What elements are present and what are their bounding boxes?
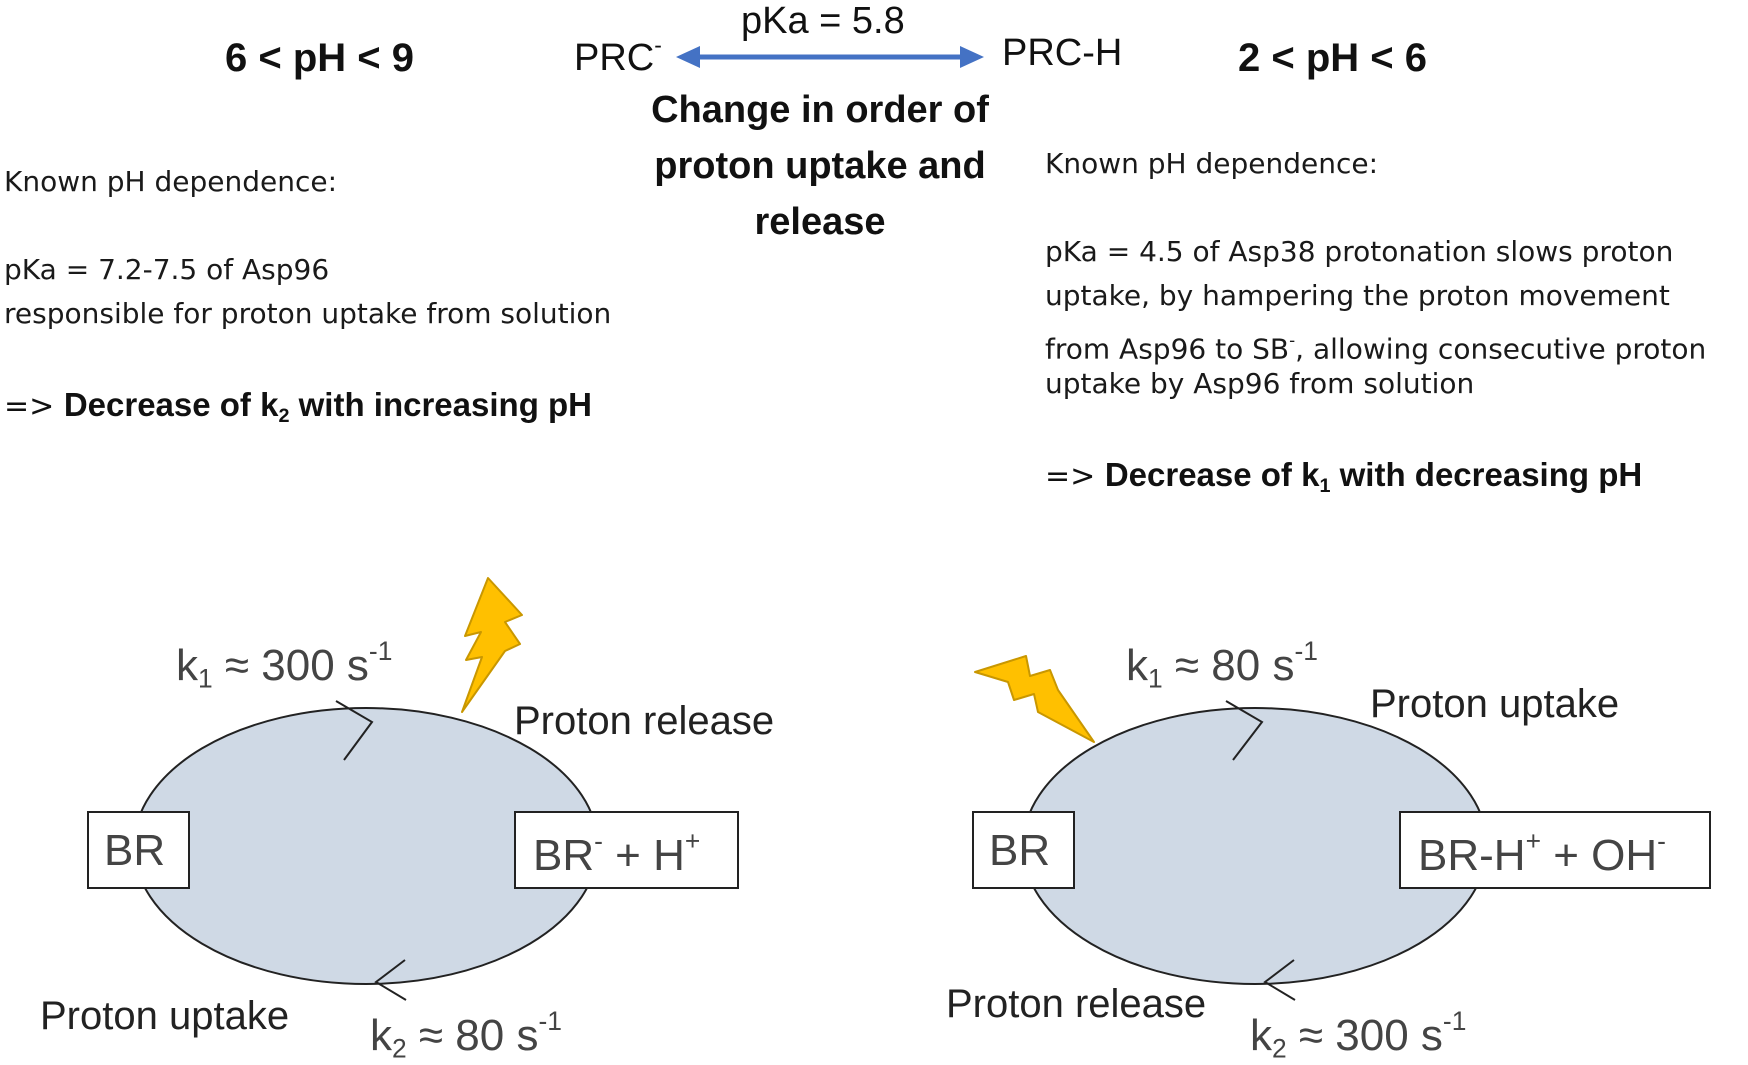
right-note-line4-sup: - <box>1289 330 1296 350</box>
species-prc-protonated: PRC-H <box>1002 32 1123 74</box>
right-conclusion-text-b: with decreasing pH <box>1330 456 1643 493</box>
right-note-line2: pKa = 4.5 of Asp38 protonation slows pro… <box>1045 235 1674 268</box>
pka-label: pKa = 5.8 <box>741 0 905 42</box>
left-k1-subscript: 1 <box>198 663 213 694</box>
left-conclusion-text-a: Decrease of k <box>63 386 279 423</box>
lightning-bolt-icon <box>974 655 1095 743</box>
left-ph-range: 6 < pH < 9 <box>225 36 414 80</box>
double-arrow-icon <box>676 46 984 68</box>
left-bottom-label: Proton uptake <box>40 994 290 1038</box>
left-conclusion-text-b: with increasing pH <box>289 386 593 423</box>
right-products-sup1: + <box>1525 826 1541 856</box>
right-note-line5: uptake by Asp96 from solution <box>1045 367 1475 400</box>
species-prc-label: PRC <box>574 37 655 80</box>
species-prc-deprotonated: PRC- <box>574 32 662 80</box>
right-k2-subscript: 2 <box>1272 1033 1287 1064</box>
right-k1-superscript: -1 <box>1294 636 1318 666</box>
left-top-label: Proton release <box>514 699 775 743</box>
right-note-line1: Known pH dependence: <box>1045 147 1379 180</box>
left-k2-superscript: -1 <box>538 1006 562 1036</box>
right-cycle-bottom-arrowhead <box>1263 959 1296 1001</box>
right-state-br: BR <box>989 826 1051 875</box>
left-k2-label: k2 ≈ 80 s-1 <box>370 1006 562 1065</box>
left-products-a: BR <box>533 830 595 880</box>
right-products-b: + OH <box>1540 830 1658 880</box>
right-state-box-br <box>972 811 1075 889</box>
right-cycle-top-arrowhead <box>1225 700 1264 761</box>
left-k1-superscript: -1 <box>368 636 393 666</box>
right-conclusion-sub: 1 <box>1319 474 1331 497</box>
left-conclusion-prefix: => <box>4 389 64 424</box>
right-products-sup2: - <box>1657 826 1666 856</box>
right-bottom-label: Proton release <box>946 982 1207 1026</box>
right-k2-superscript: -1 <box>1442 1006 1467 1036</box>
right-k2-label: k2 ≈ 300 s-1 <box>1250 1006 1466 1065</box>
left-cycle-top-arrowhead <box>335 700 374 761</box>
right-conclusion-prefix: => <box>1045 459 1105 494</box>
right-top-label: Proton uptake <box>1370 682 1620 726</box>
right-k2-symbol: k <box>1250 1010 1272 1060</box>
left-note-line2: pKa = 7.2-7.5 of Asp96 <box>4 253 330 286</box>
left-k2-subscript: 2 <box>392 1033 407 1064</box>
left-note-line1: Known pH dependence: <box>4 165 338 198</box>
right-k2-value: ≈ 300 s <box>1286 1010 1443 1060</box>
right-note-line4: from Asp96 to SB-, allowing consecutive … <box>1045 318 1706 372</box>
right-state-box-products <box>1399 811 1711 889</box>
lightning-bolt-icon <box>461 577 523 713</box>
left-state-box-products <box>514 811 739 889</box>
left-k2-symbol: k <box>370 1010 392 1060</box>
right-conclusion: => Decrease of k1 with decreasing pH <box>1045 456 1642 498</box>
left-products-b: + H <box>602 830 685 880</box>
left-conclusion-sub: 2 <box>278 404 290 427</box>
left-conclusion: => Decrease of k2 with increasing pH <box>4 386 592 428</box>
right-note-line4-b: , allowing consecutive proton <box>1295 332 1707 366</box>
right-note-line3: uptake, by hampering the proton movement <box>1045 279 1670 312</box>
right-k1-label: k1 ≈ 80 s-1 <box>1126 636 1318 695</box>
right-products-a: BR-H <box>1418 830 1526 880</box>
right-ph-range: 2 < pH < 6 <box>1238 36 1427 80</box>
right-note-line4-a: from Asp96 to SB <box>1045 332 1290 366</box>
left-k1-value: ≈ 300 s <box>212 640 369 690</box>
left-note-line3: responsible for proton uptake from solut… <box>4 297 612 330</box>
right-state-products: BR-H+ + OH- <box>1418 826 1666 881</box>
right-conclusion-text-a: Decrease of k <box>1104 456 1320 493</box>
left-products-sup2: + <box>684 826 701 856</box>
left-state-box-br <box>87 811 190 889</box>
left-products-sup1: - <box>594 826 603 856</box>
left-k1-label: k1 ≈ 300 s-1 <box>176 636 392 695</box>
left-state-br: BR <box>104 826 166 875</box>
left-k2-value: ≈ 80 s <box>406 1010 539 1060</box>
right-k1-subscript: 1 <box>1148 663 1163 694</box>
species-prc-charge: - <box>654 32 662 58</box>
left-k1-symbol: k <box>176 640 198 690</box>
left-state-products: BR- + H+ <box>533 826 700 881</box>
left-cycle-bottom-arrowhead <box>374 959 407 1001</box>
right-k1-symbol: k <box>1126 640 1148 690</box>
right-k1-value: ≈ 80 s <box>1162 640 1295 690</box>
center-caption: Change in order of proton uptake and rel… <box>651 89 989 243</box>
